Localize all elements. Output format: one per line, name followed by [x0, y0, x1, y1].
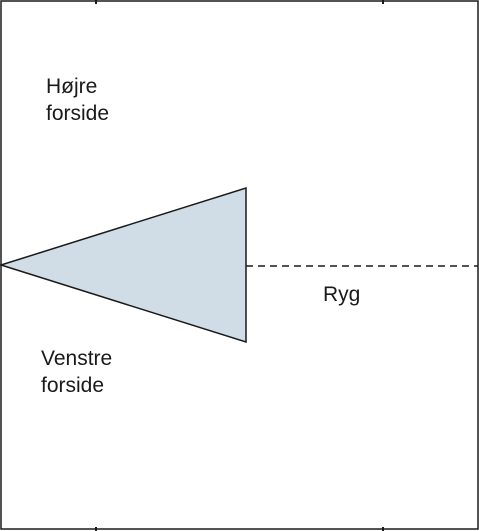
right-front-label: Højre forside: [46, 73, 109, 127]
right-front-label-line-1: Højre: [46, 75, 98, 98]
right-front-label-line-2: forside: [46, 102, 110, 125]
wedge-triangle: [0, 186, 247, 344]
left-front-label-line-1: Venstre: [41, 347, 113, 370]
left-front-label-line-2: forside: [41, 374, 105, 397]
left-front-label: Venstre forside: [41, 345, 112, 399]
back-label: Ryg: [323, 283, 361, 306]
